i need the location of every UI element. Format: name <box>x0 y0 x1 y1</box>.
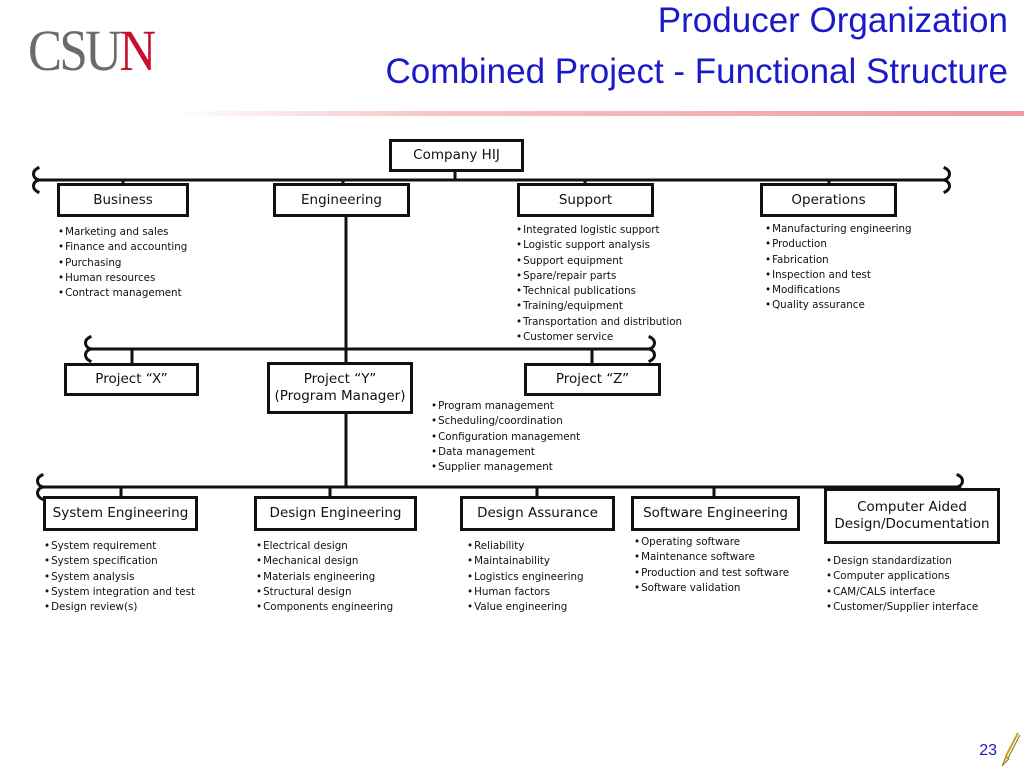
list-item: Software validation <box>634 581 789 596</box>
list-item: Support equipment <box>516 254 682 269</box>
list-item: Transportation and distribution <box>516 315 682 330</box>
design-assurance-box: Design Assurance <box>460 496 615 531</box>
project-y-box: Project “Y” (Program Manager) <box>267 362 413 414</box>
logo-text-gray: CSU <box>28 18 122 83</box>
list-item: Configuration management <box>431 430 580 445</box>
pencil-icon <box>1001 732 1021 767</box>
cad-label: Computer Aided <box>857 499 967 515</box>
list-item: Customer/Supplier interface <box>826 600 978 615</box>
system-engineering-box: System Engineering <box>43 496 198 531</box>
project-x-box: Project “X” <box>64 363 199 396</box>
operations-label: Operations <box>791 191 866 208</box>
page-number: 23 <box>979 742 997 759</box>
list-item: Production <box>765 237 912 252</box>
project-y-sublabel: (Program Manager) <box>274 388 406 404</box>
list-item: Logistics engineering <box>467 570 583 585</box>
operations-list: Manufacturing engineering Production Fab… <box>765 222 912 314</box>
cad-sublabel: Design/Documentation <box>834 516 990 532</box>
list-item: Manufacturing engineering <box>765 222 911 237</box>
list-item: Design standardization <box>826 554 978 569</box>
list-item: Technical publications <box>516 284 682 299</box>
list-item: Purchasing <box>58 256 187 271</box>
design-engineering-label: Design Engineering <box>269 505 402 521</box>
list-item: Human resources <box>58 271 187 286</box>
list-item: Quality assurance <box>765 298 912 313</box>
company-box: Company HIJ <box>389 139 524 172</box>
csun-logo: CSUN <box>28 22 156 80</box>
design-assurance-label: Design Assurance <box>477 505 598 521</box>
engineering-box: Engineering <box>273 183 410 217</box>
list-item: Structural design <box>256 585 393 600</box>
title-rule <box>170 111 1024 116</box>
support-list: Integrated logistic support Logistic sup… <box>516 223 682 345</box>
operations-box: Operations <box>760 183 897 217</box>
project-y-label: Project “Y” <box>303 371 377 387</box>
list-item: Mechanical design <box>256 554 393 569</box>
list-item: Finance and accounting <box>58 240 187 255</box>
design-assurance-list: Reliability Maintainability Logistics en… <box>467 539 584 615</box>
list-item: Data management <box>431 445 580 460</box>
list-item: Fabrication <box>765 253 912 268</box>
list-item: System specification <box>44 554 195 569</box>
support-label: Support <box>558 191 613 208</box>
software-engineering-label: Software Engineering <box>643 505 788 521</box>
list-item: System requirement <box>44 539 195 554</box>
list-item: Production and test software <box>634 566 789 581</box>
system-engineering-label: System Engineering <box>52 505 189 521</box>
software-engineering-list: Operating software Maintenance software … <box>634 535 789 596</box>
business-list: Marketing and sales Finance and accounti… <box>58 225 187 301</box>
list-item: Human factors <box>467 585 584 600</box>
list-item: Maintainability <box>467 554 584 569</box>
list-item: Marketing and sales <box>58 225 187 240</box>
company-label: Company HIJ <box>413 147 500 163</box>
list-item: Contract management <box>58 286 187 301</box>
design-engineering-box: Design Engineering <box>254 496 417 531</box>
support-box: Support <box>517 183 654 217</box>
system-engineering-list: System requirement System specification … <box>44 539 195 615</box>
list-item: Computer applications <box>826 569 978 584</box>
list-item: System integration and test <box>44 585 195 600</box>
list-item: Inspection and test <box>765 268 912 283</box>
software-engineering-box: Software Engineering <box>631 496 800 531</box>
list-item: Training/equipment <box>516 299 682 314</box>
cad-box: Computer Aided Design/Documentation <box>824 488 1000 544</box>
title-line-2: Combined Project - Functional Structure <box>385 52 1009 91</box>
engineering-label: Engineering <box>301 191 382 208</box>
list-item: Value engineering <box>467 600 584 615</box>
title-line-1: Producer Organization <box>657 1 1008 40</box>
list-item: Spare/repair parts <box>516 269 682 284</box>
list-item: System analysis <box>44 570 195 585</box>
list-item: Modifications <box>765 283 912 298</box>
list-item: Operating software <box>634 535 789 550</box>
design-engineering-list: Electrical design Mechanical design Mate… <box>256 539 393 615</box>
cad-list: Design standardization Computer applicat… <box>826 554 978 615</box>
list-item: CAM/CALS interface <box>826 585 978 600</box>
project-y-list: Program management Scheduling/coordinati… <box>431 399 580 475</box>
list-item: Design review(s) <box>44 600 195 615</box>
list-item: Components engineering <box>256 600 393 615</box>
list-item: Integrated logistic support <box>516 223 682 238</box>
list-item: Supplier management <box>431 460 580 475</box>
list-item: Logistic support analysis <box>516 238 682 253</box>
project-x-label: Project “X” <box>95 371 168 387</box>
project-z-box: Project “Z” <box>524 363 661 396</box>
business-box: Business <box>57 183 189 217</box>
logo-text-red: N <box>119 18 156 83</box>
list-item: Maintenance software <box>634 550 789 565</box>
list-item: Materials engineering <box>256 570 393 585</box>
list-item: Program management <box>431 399 580 414</box>
list-item: Scheduling/coordination <box>431 414 580 429</box>
list-item: Electrical design <box>256 539 393 554</box>
business-label: Business <box>93 191 153 208</box>
project-z-label: Project “Z” <box>555 371 630 387</box>
list-item: Reliability <box>467 539 584 554</box>
list-item: Customer service <box>516 330 682 345</box>
